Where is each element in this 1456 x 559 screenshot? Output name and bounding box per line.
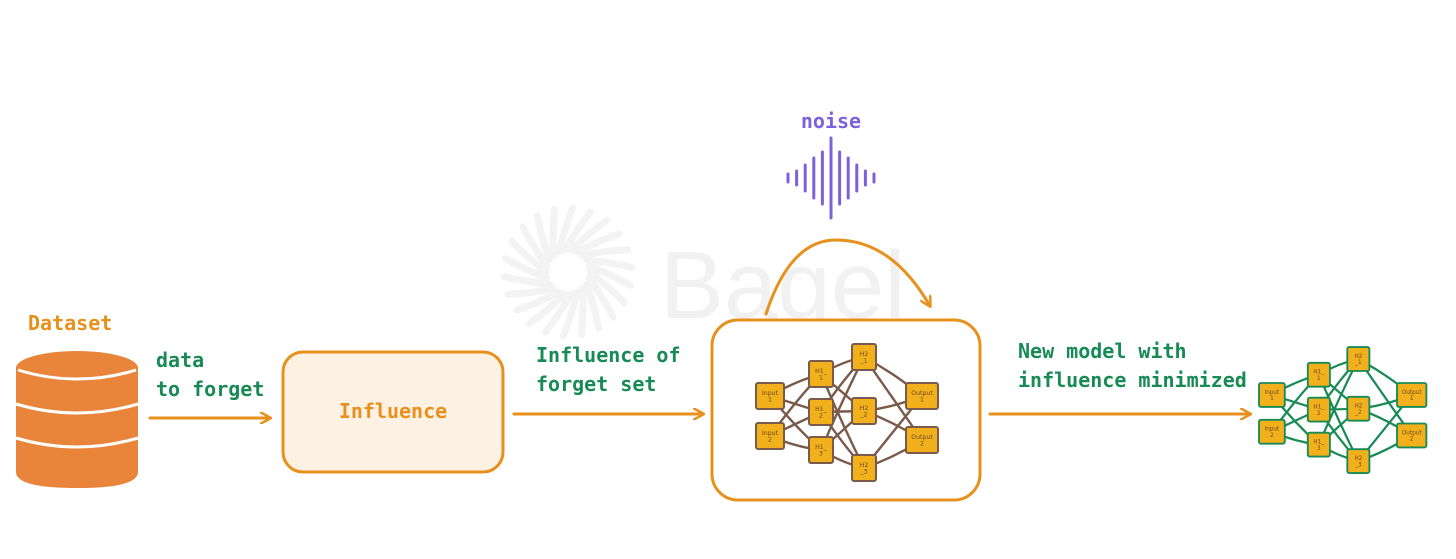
network-node-label: 1 [920,397,924,404]
network-node-label: Input [1265,390,1280,396]
network-node-h2-1: H2_1 [851,343,877,371]
network-node-h1-2: H1_2 [1306,396,1331,423]
network-node-h2-2: H2_2 [851,397,877,425]
watermark-logo-icon [500,204,636,340]
network-node-label: Output [911,434,933,441]
network-node-label: H1_ [1313,405,1324,411]
network-node-label: H2 [860,351,869,358]
network-node-label: Input [762,390,779,397]
noise-label: noise [801,109,861,133]
network-node-label: H2 [1354,404,1362,410]
network-node-h1-1: H1_1 [808,360,834,388]
network-node-label: H2 [1354,354,1362,360]
network-node-label: H1_ [1313,370,1324,376]
network-node-label: _2 [1354,410,1362,416]
network-node-h2-3: H2_3 [851,454,877,482]
network-node-h1-3: H1_3 [1306,431,1331,458]
network-node-label: 3 [1317,446,1321,452]
network-node-label: H2 [860,405,869,412]
neural-network-new: Input1Input2H1_1H1_2H1_3H2_1H2_2H2_3Outp… [1258,346,1428,475]
network-node-label: 3 [819,451,823,458]
network-node-label: 1 [768,397,772,404]
database-icon [15,351,139,488]
network-node-label: 1 [1317,376,1321,382]
network-node-label: 2 [1270,433,1274,439]
network-node-label: Output [1402,390,1423,396]
network-node-label: H2 [1354,456,1362,462]
network-node-label: H1_ [815,406,828,413]
influence-box-label: Influence [339,399,447,423]
network-node-label: 2 [1317,411,1321,417]
network-node-h2-3: H2_3 [1346,448,1371,475]
arrow2-label-line2: forget set [536,372,656,396]
soundwave-icon [786,136,876,220]
arrow-new-model: New model with influence minimized [988,339,1250,414]
arrow3-label-line1: New model with [1018,339,1187,363]
network-node-label: 2 [1410,437,1414,443]
network-node-label: Output [1402,430,1423,436]
network-edges [1270,357,1413,463]
arrow-influence-of-forget-set: Influence of forget set [512,343,703,414]
network-node-label: H1_ [1313,440,1324,446]
network-node-label: _1 [1354,360,1362,366]
network-node-label: _3 [859,469,867,476]
network-node-h2-2: H2_2 [1346,395,1371,422]
network-node-label: 1 [1410,396,1414,402]
dataset-node: Dataset [15,311,139,488]
network-node-label: Input [762,430,779,437]
network-node-h1-3: H1_3 [808,436,834,464]
network-node-label: H1_ [815,444,828,451]
noise-group: noise [764,109,930,316]
influence-box: Influence [281,350,505,474]
network-node-label: 2 [819,413,823,420]
network-node-label: _1 [859,358,867,365]
network-node-label: Input [1265,427,1280,433]
arrow3-label-line2: influence minimized [1018,368,1247,392]
model-box: Input1Input2H1_1H1_2H1_3H2_1H2_2H2_3Outp… [710,318,982,502]
network-node-label: 1 [819,375,823,382]
network-node-h1-1: H1_1 [1306,361,1331,388]
network-node-label: 2 [920,441,924,448]
network-node-label: H2 [860,462,869,469]
neural-network-original: Input1Input2H1_1H1_2H1_3H2_1H2_2H2_3Outp… [755,343,939,482]
arrow1-label-line1: data [156,348,204,372]
arrow-data-to-forget: data to forget [148,348,270,418]
network-node-label: H1_ [815,368,828,375]
network-node-h2-1: H2_1 [1346,346,1371,372]
network-node-h1-2: H1_2 [808,398,834,426]
arrow1-label-line2: to forget [156,377,264,401]
network-node-label: 1 [1270,396,1274,402]
network-node-label: 2 [768,437,772,444]
network-node-label: _3 [1354,462,1362,468]
noise-arrow [764,238,930,316]
network-node-label: _2 [859,412,867,419]
dataset-label: Dataset [28,311,112,335]
network-node-label: Output [911,390,933,397]
arrow2-label-line1: Influence of [536,343,681,367]
